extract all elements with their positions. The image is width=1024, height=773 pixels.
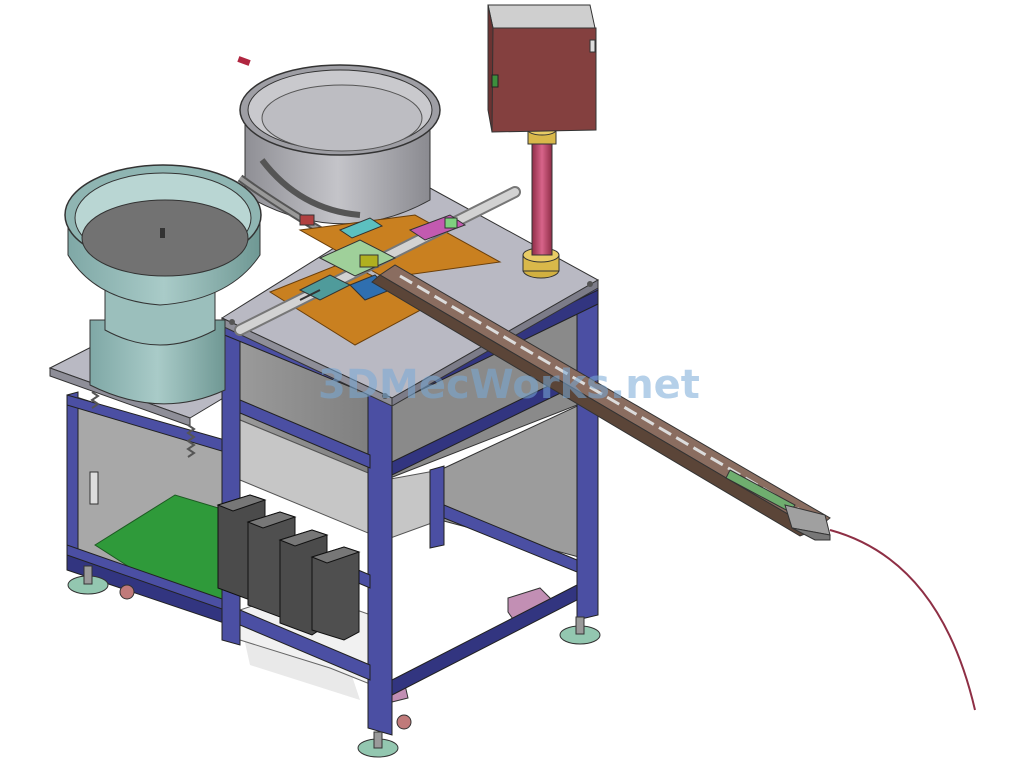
teal-vibratory-bowl — [64, 164, 323, 405]
control-column — [522, 124, 560, 279]
control-box — [487, 4, 597, 133]
valve-boxes — [216, 494, 361, 641]
assembly-mechanism — [234, 186, 521, 346]
gray-vibratory-bowl — [237, 56, 441, 225]
feed-rail — [371, 264, 976, 711]
